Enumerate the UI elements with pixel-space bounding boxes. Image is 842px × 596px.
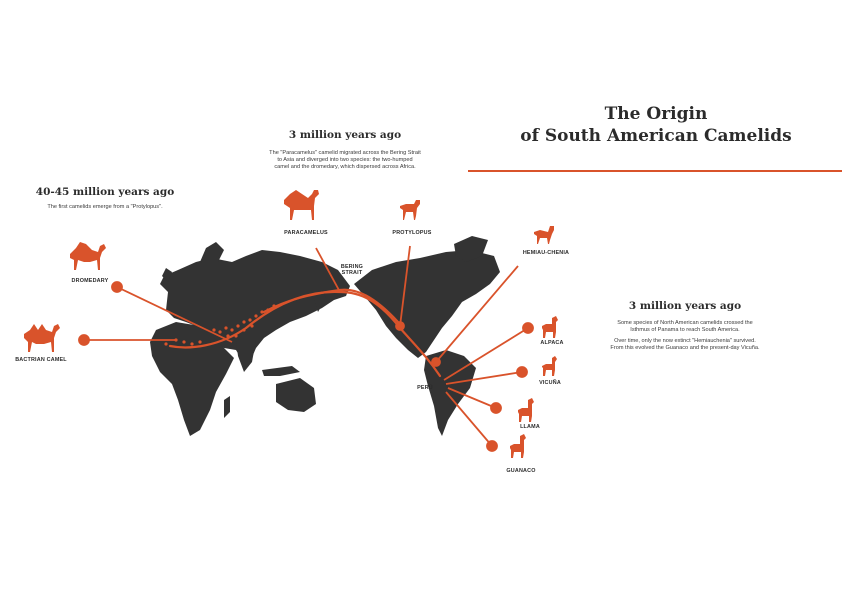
south-text-line-2: Isthmus of Panama to reach South America…	[630, 327, 740, 333]
migration-text-line-2: to Asia and diverged into two species: t…	[277, 157, 413, 163]
connector-llama	[447, 387, 497, 409]
protylopus-icon	[400, 200, 420, 220]
south-text-line-3: Over time, only the now extinct "Hemiauc…	[614, 338, 756, 344]
connector-bactrian-dot	[78, 334, 90, 346]
route-to-south-america	[398, 326, 442, 378]
connector-dromedary-dot	[111, 281, 123, 293]
label-hemiauchenia: HEMIAU-CHENIA	[522, 250, 570, 256]
label-bering-line-2: STRAIT	[341, 270, 363, 276]
north-america-landmass	[354, 250, 500, 358]
scandinavia-landmass	[200, 242, 224, 262]
connector-alpaca-dot	[522, 322, 534, 334]
south-heading: 3 million years ago	[628, 300, 742, 312]
title-line-2: of South American Camelids	[520, 126, 792, 146]
label-dromedary: DROMEDARY	[71, 278, 109, 284]
label-paracamelus: PARACAMELUS	[284, 230, 328, 236]
connector-vicuna-dot	[516, 366, 528, 378]
label-alpaca: ALPACA	[540, 340, 564, 346]
migration-text: The "Paracamelus" camelid migrated acros…	[215, 150, 475, 171]
migration-text-line-3: camel and the dromedary, which dispersed…	[274, 164, 416, 170]
migration-heading: 3 million years ago	[288, 129, 402, 141]
label-peru: PERÚ	[417, 385, 433, 391]
australia-landmass	[276, 378, 316, 412]
connector-hemiauchenia-dot	[431, 357, 441, 367]
indonesia-landmass	[262, 366, 300, 376]
dromedary-icon	[70, 242, 106, 270]
title-line-1: The Origin	[604, 104, 708, 124]
japan-landmass	[314, 290, 326, 312]
connector-alpaca	[443, 327, 529, 381]
south-text-line-4: From this evolved the Guanaco and the pr…	[610, 345, 760, 351]
connectors	[78, 245, 534, 452]
label-protylopus: PROTYLOPUS	[392, 230, 432, 236]
label-vicuna: VICUÑA	[539, 380, 561, 386]
label-bering-line-1: BERING	[340, 264, 364, 270]
connector-paracamelus	[315, 247, 341, 293]
page-title: The Origin of South American Camelids	[470, 103, 842, 147]
label-bering: BERING STRAIT	[332, 264, 372, 276]
label-bactrian: BACTRIAN CAMEL	[15, 357, 67, 363]
early-text: The first camelids emerge from a "Protyl…	[47, 204, 163, 210]
connector-vicuna	[445, 371, 523, 385]
connector-llama-dot	[490, 402, 502, 414]
greenland-landmass	[454, 236, 488, 262]
south-text: Some species of North American camelids …	[580, 320, 790, 352]
label-guanaco: GUANACO	[506, 468, 536, 474]
guanaco-icon	[510, 434, 526, 458]
migration-text-line-1: The "Paracamelus" camelid migrated acros…	[269, 150, 421, 156]
india-landmass	[236, 340, 256, 372]
alpaca-icon	[542, 316, 558, 338]
connector-dromedary	[116, 286, 233, 343]
africa-landmass	[150, 322, 234, 436]
connector-guanaco-dot	[486, 440, 498, 452]
hemiauchenia-icon	[534, 226, 554, 244]
title-divider	[468, 170, 842, 172]
connector-hemiauchenia	[435, 265, 519, 363]
connector-protylopus	[399, 245, 411, 327]
label-llama: LLAMA	[520, 424, 540, 430]
route-bering-to-asia-2	[262, 288, 400, 324]
migration-routes	[168, 288, 442, 378]
llama-icon	[518, 398, 534, 422]
connector-protylopus-dot	[395, 321, 405, 331]
paracamelus-icon	[284, 190, 319, 220]
south-text-line-1: Some species of North American camelids …	[617, 320, 753, 326]
bactrian-camel-icon	[24, 324, 60, 352]
early-heading: 40-45 million years ago	[35, 186, 175, 198]
vicuna-icon	[542, 356, 557, 376]
madagascar-landmass	[224, 396, 230, 418]
landmasses	[150, 236, 500, 436]
britain-landmass	[162, 268, 172, 282]
connector-guanaco	[445, 391, 493, 447]
